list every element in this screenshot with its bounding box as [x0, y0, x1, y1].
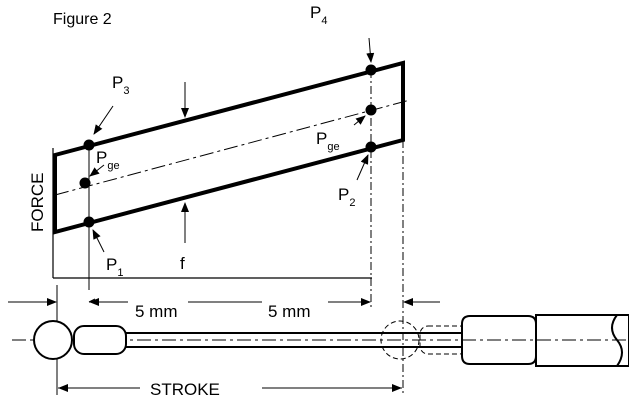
- phantom-ball: [380, 320, 420, 360]
- stroke-dim-right-arrowhead: [392, 384, 402, 392]
- plunger-head: [73, 325, 127, 355]
- dim-right-arrowhead: [361, 298, 371, 306]
- point-pge-right: [365, 104, 377, 116]
- point-pge-left: [79, 177, 91, 189]
- stroke-label: STROKE: [150, 380, 220, 399]
- p3-leader-arrow: [93, 105, 114, 135]
- label-p1: P1: [106, 255, 123, 279]
- point-p2: [365, 141, 377, 153]
- point-p1: [83, 216, 95, 228]
- label-p3: P3: [112, 73, 129, 97]
- p2-leader-arrow: [356, 154, 369, 181]
- dim-left-label: 5 mm: [135, 302, 178, 321]
- pge-right-leader-arrow: [353, 115, 366, 126]
- p1-leader-arrow: [92, 229, 105, 253]
- label-pge-right: Pge: [316, 129, 340, 153]
- label-pge-left: Pge: [96, 148, 120, 172]
- dim-left-arrowhead: [89, 298, 99, 306]
- ball-tip: [33, 320, 73, 360]
- figure-title: Figure 2: [53, 11, 112, 28]
- dim-left-tick: [88, 298, 96, 303]
- force-axis-label: FORCE: [28, 173, 47, 233]
- p4-leader-arrow: [366, 37, 375, 63]
- pge-left-leader-arrow: [89, 164, 105, 177]
- label-feed: f: [180, 254, 185, 273]
- point-p3: [83, 139, 95, 151]
- center-line: [54, 99, 411, 196]
- stroke-dim-left-arrowhead: [58, 384, 68, 392]
- dim-right-label: 5 mm: [268, 302, 311, 321]
- point-p4: [365, 64, 377, 76]
- label-p4: P4: [310, 3, 327, 27]
- label-p2: P2: [338, 185, 355, 209]
